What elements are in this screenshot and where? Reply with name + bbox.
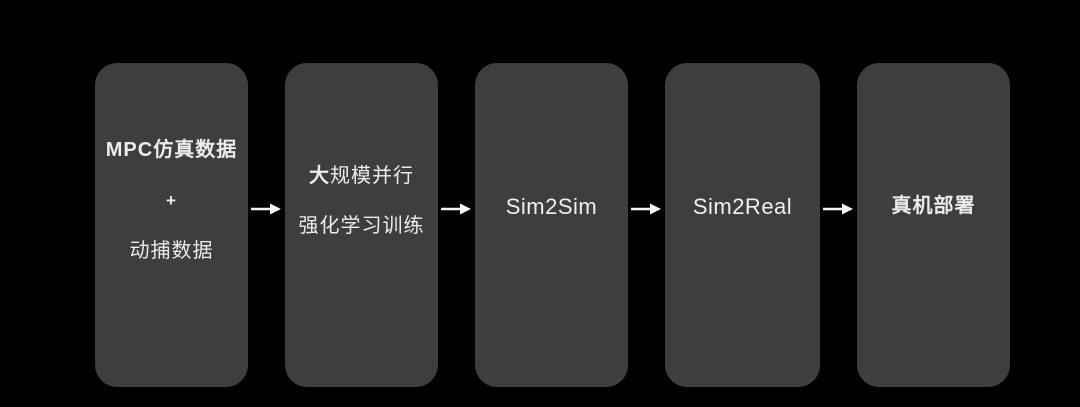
stage-label-line: 真机部署 xyxy=(891,194,976,217)
right-arrow-icon xyxy=(823,203,853,215)
stage-label-line: 大规模并行 xyxy=(309,163,414,190)
stage-label-line: MPC仿真数据 xyxy=(105,139,238,161)
stage-label-line: Sim2Sim xyxy=(505,193,598,219)
stage-box-sim2real: Sim2Real xyxy=(665,63,820,387)
stage-label-line: 动捕数据 xyxy=(129,240,214,262)
stage-box-rl-training: 大规模并行 强化学习训练 xyxy=(285,63,438,387)
right-arrow-icon xyxy=(251,203,281,215)
stage-label-line: 强化学习训练 xyxy=(298,214,425,237)
stage-label-line: Sim2Real xyxy=(692,193,793,219)
right-arrow-icon xyxy=(441,203,471,215)
right-arrow-icon xyxy=(631,203,661,215)
plus-separator: + xyxy=(166,191,177,210)
stage-label-rest-part: 规模并行 xyxy=(330,164,414,187)
stage-label-bold-part: 大 xyxy=(309,164,330,187)
stage-box-deployment: 真机部署 xyxy=(857,63,1010,387)
stage-box-sim2sim: Sim2Sim xyxy=(475,63,628,387)
stage-box-mpc-data: MPC仿真数据 + 动捕数据 xyxy=(95,63,248,387)
